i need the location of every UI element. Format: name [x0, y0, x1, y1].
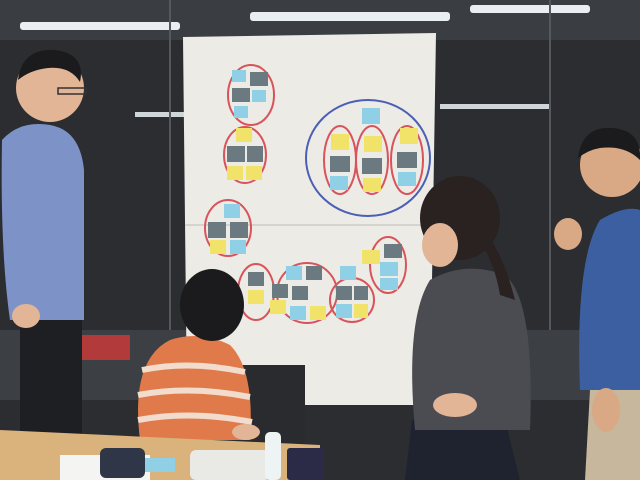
sticky-note-icon [380, 262, 398, 276]
sticky-note-icon [232, 70, 246, 82]
photo-card-icon [272, 284, 288, 298]
sticky-note-icon [340, 266, 356, 280]
photo-card-icon [362, 158, 382, 174]
sticky-note-icon [354, 304, 368, 318]
photo-card-icon [384, 244, 402, 258]
marker-loop-icon [390, 125, 424, 195]
sticky-note-icon [310, 306, 326, 320]
photo-card-icon [330, 156, 350, 172]
sticky-note-icon [252, 90, 266, 102]
tablet [287, 448, 323, 480]
photo-card-icon [397, 152, 417, 168]
marker-loop-icon [369, 236, 407, 294]
ceiling-light-2 [250, 12, 450, 21]
sticky-note-icon [331, 134, 349, 150]
blue-group-loop [305, 99, 431, 217]
person-right-standing [554, 127, 640, 480]
sticky-note-icon [380, 278, 398, 290]
sticky-note-icon [227, 166, 243, 180]
sticky-note-icon [362, 250, 380, 264]
photo-card-icon [354, 286, 368, 300]
photo-card-icon [250, 72, 268, 86]
photo-card-icon [292, 286, 308, 300]
person-left-standing [1, 49, 87, 440]
photo-card-icon [208, 222, 226, 238]
sticky-note-icon [290, 306, 306, 320]
sticky-note-icon [400, 128, 418, 144]
marker-loop-icon [355, 125, 389, 195]
sticky-note-icon [362, 108, 380, 124]
sticky-note-icon [236, 128, 252, 142]
ceiling-light-5 [135, 112, 185, 117]
sticky-note-icon [224, 204, 240, 218]
photo-card-icon [306, 266, 322, 280]
sticky-note-icon [234, 106, 248, 118]
photo-card-icon [248, 272, 264, 286]
photo-card-icon [230, 222, 248, 238]
sticky-note-icon [270, 300, 286, 314]
sticky-note-icon [230, 240, 246, 254]
photo-card-icon [232, 88, 250, 102]
water-bottle [265, 432, 281, 480]
plastic-bag [190, 450, 270, 480]
photo-card-icon [227, 146, 245, 162]
marker-loop-icon [223, 126, 267, 184]
sticky-note-icon [246, 166, 262, 180]
sticky-note-icon [286, 266, 302, 280]
ceiling-light-3 [470, 5, 590, 13]
photo-card-icon [336, 286, 352, 300]
sticky-notes [208, 70, 418, 320]
red-bag [80, 335, 130, 360]
sticky-note-icon [210, 240, 226, 254]
marker-loop-icon [227, 64, 275, 126]
sticky-note-icon [364, 136, 382, 152]
person-center-standing [405, 176, 531, 480]
sticky-pad-icon [145, 458, 175, 472]
person-seated [137, 269, 305, 445]
sticky-note-icon [398, 172, 416, 186]
sticky-note-icon [363, 178, 381, 192]
photo-card-icon [247, 146, 263, 162]
sticky-note-icon [330, 176, 348, 190]
sticky-note-icon [248, 290, 264, 304]
ceiling-light-1 [20, 22, 180, 30]
pouch [100, 448, 145, 478]
marker-loop-icon [204, 199, 252, 257]
sticky-note-icon [336, 304, 352, 318]
ceiling-light-4 [440, 104, 550, 109]
